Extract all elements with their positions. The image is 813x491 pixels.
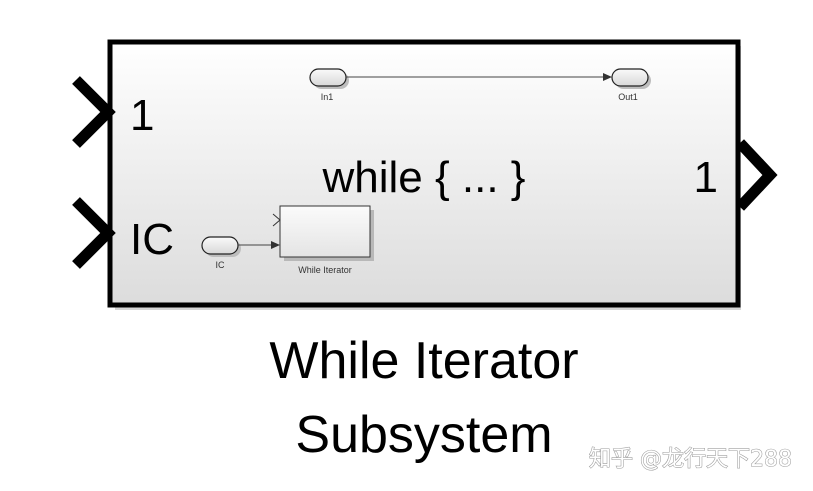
caption-line-1: While Iterator bbox=[269, 332, 578, 390]
inport-ic-block[interactable] bbox=[201, 236, 241, 257]
input-port-ic-chevron[interactable] bbox=[72, 197, 116, 269]
while-iterator-block[interactable] bbox=[272, 205, 374, 261]
inport-in1-label: In1 bbox=[321, 92, 334, 102]
iterator-input-chevron bbox=[272, 213, 281, 227]
signal-arrow-iterator bbox=[271, 241, 280, 249]
while-body-text: while { ... } bbox=[321, 153, 525, 202]
signal-arrow-out1 bbox=[603, 73, 612, 81]
output-port-1-chevron[interactable] bbox=[735, 139, 778, 211]
outport-out1-label: Out1 bbox=[618, 92, 638, 102]
watermark-text: 知乎 @龙行天下288 bbox=[589, 447, 792, 472]
input-port-1-label: 1 bbox=[130, 91, 154, 140]
output-port-1-label: 1 bbox=[694, 153, 718, 202]
outport-out1-block[interactable] bbox=[611, 68, 651, 89]
while-iterator-label: While Iterator bbox=[298, 265, 352, 275]
inport-ic-inner-label: IC bbox=[216, 260, 226, 270]
inport-in1-block[interactable] bbox=[309, 68, 349, 89]
input-port-1-chevron[interactable] bbox=[72, 76, 116, 148]
input-port-ic-label: IC bbox=[130, 215, 174, 264]
caption-line-2: Subsystem bbox=[295, 406, 552, 464]
